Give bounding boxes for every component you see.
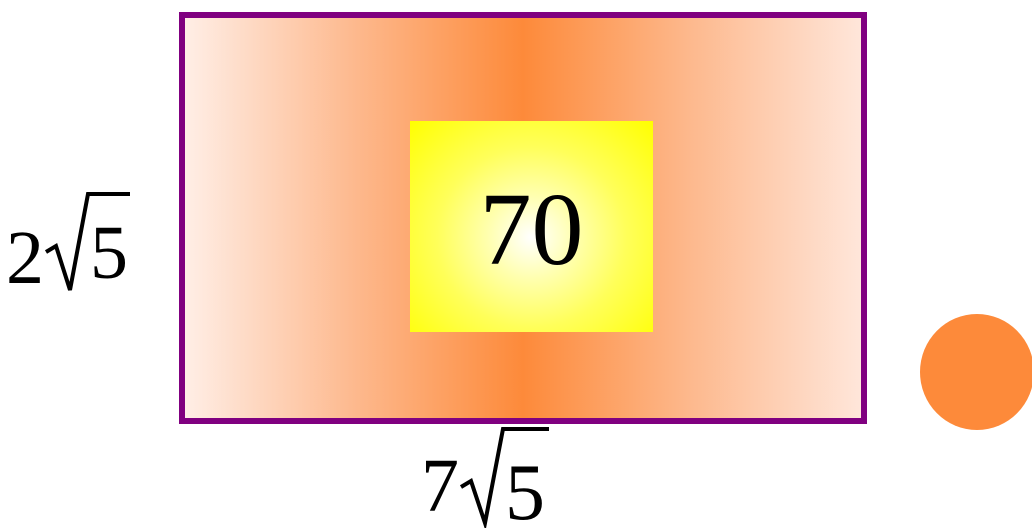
base-length-radicand: 5 [505,449,545,528]
side-length-label: 2 5 [6,190,176,300]
sqrt-symbol: 5 [44,192,130,295]
sqrt-symbol: 5 [459,427,549,528]
side-length-coefficient: 2 [6,216,44,300]
side-length-radicand: 5 [90,211,128,295]
base-length-label: 7 5 [421,423,591,528]
area-value: 70 [479,171,584,287]
area-box: 70 [410,121,653,332]
base-length-coefficient: 7 [421,444,459,528]
orange-dot [920,314,1032,430]
